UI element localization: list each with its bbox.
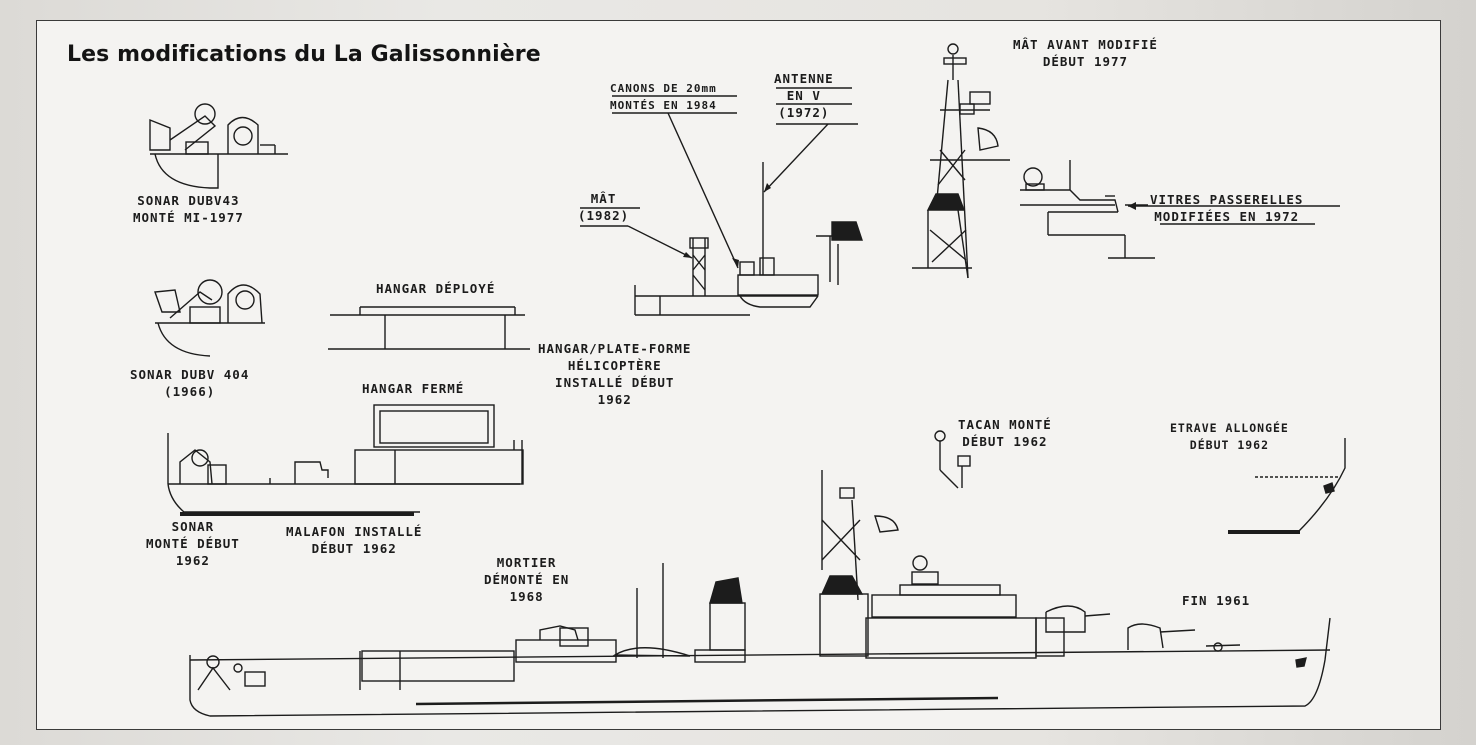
page-title: Les modifications du La Galissonnière: [67, 42, 541, 67]
tacan-drawing: [934, 430, 971, 489]
label-sonar-dubv404: SONAR DUBV 404 (1966): [130, 367, 250, 399]
aft-superstructure-drawing: [634, 162, 819, 316]
label-hangar-plateforme: HANGAR/PLATE-FORME HÉLICOPTÈRE INSTALLÉ …: [538, 341, 692, 407]
label-mortier: MORTIER DÉMONTÉ EN 1968: [484, 555, 570, 604]
etrave-drawing: [1255, 438, 1346, 533]
label-etrave: ETRAVE ALLONGÉE DÉBUT 1962: [1170, 421, 1289, 452]
arrow-heads: [683, 183, 1136, 268]
illustration-panel: [36, 20, 1441, 730]
label-mat-avant: MÂT AVANT MODIFIÉ DÉBUT 1977: [1013, 37, 1158, 69]
sonar-dubv404-drawing: [154, 279, 265, 357]
label-vitres: VITRES PASSERELLES MODIFIÉES EN 1972: [1150, 192, 1304, 224]
mast-fragment-drawing: [816, 221, 863, 285]
mat-avant-drawing: [912, 43, 1010, 279]
sonar-dubv43-drawing: [149, 103, 288, 189]
label-antenne: ANTENNE EN V (1972): [774, 71, 834, 120]
hangar-ferme-drawing: [167, 404, 524, 513]
label-fin-1961: FIN 1961: [1182, 593, 1251, 608]
passerelle-drawing: [1020, 160, 1155, 259]
label-hangar-ferme: HANGAR FERMÉ: [362, 381, 465, 396]
ship-profile-drawing: [189, 470, 1331, 717]
label-mat: MÂT (1982): [578, 191, 630, 223]
leader-lines: [580, 87, 1340, 269]
label-sonar-dubv43: SONAR DUBV43 MONTÉ MI-1977: [133, 193, 244, 225]
label-hangar-deploye: HANGAR DÉPLOYÉ: [376, 281, 496, 296]
label-tacan: TACAN MONTÉ DÉBUT 1962: [958, 417, 1052, 449]
hangar-deploye-drawing: [328, 306, 530, 350]
label-sonar-1962: SONAR MONTÉ DÉBUT 1962: [146, 519, 240, 568]
label-canons: CANONS DE 20mm MONTÉS EN 1984: [610, 82, 717, 112]
label-malafon: MALAFON INSTALLÉ DÉBUT 1962: [286, 524, 423, 556]
